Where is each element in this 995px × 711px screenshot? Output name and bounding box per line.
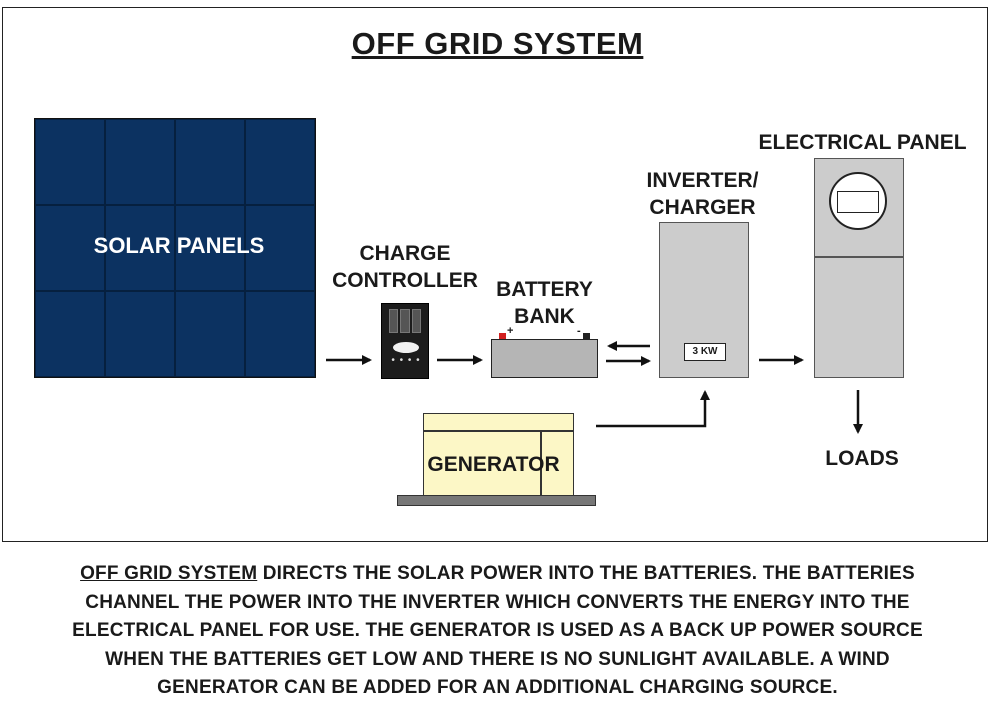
solar-cell bbox=[105, 205, 175, 291]
battery-bank-label-line: BATTERY bbox=[496, 278, 593, 301]
solar-cell bbox=[245, 119, 315, 205]
solar-panel-array bbox=[34, 118, 316, 378]
battery-bank-label: BATTERY BANK bbox=[482, 276, 607, 330]
description-line: WHEN THE BATTERIES GET LOW AND THERE IS … bbox=[105, 648, 890, 670]
description-line-text: DIRECTS THE SOLAR POWER INTO THE BATTERI… bbox=[257, 563, 915, 584]
electrical-panel-divider bbox=[814, 256, 904, 258]
controller-mini-panel bbox=[389, 309, 421, 333]
controller-cell bbox=[389, 309, 399, 333]
controller-display bbox=[393, 342, 419, 353]
electrical-panel-label: ELECTRICAL PANEL bbox=[758, 131, 967, 154]
solar-cell bbox=[175, 291, 245, 377]
solar-cell bbox=[245, 291, 315, 377]
charge-controller-label-line: CONTROLLER bbox=[332, 269, 478, 292]
diagram-title: OFF GRID SYSTEM bbox=[351, 26, 644, 61]
arrow-generator-to-inverter bbox=[596, 390, 710, 428]
generator bbox=[423, 413, 574, 496]
generator-label: GENERATOR bbox=[427, 453, 560, 476]
solar-cell bbox=[175, 205, 245, 291]
battery-negative-terminal bbox=[583, 333, 590, 339]
charge-controller-label-line: CHARGE bbox=[359, 242, 451, 265]
generator-divider bbox=[540, 430, 542, 496]
solar-cell bbox=[245, 205, 315, 291]
solar-cell bbox=[105, 291, 175, 377]
charge-controller-label: CHARGE CONTROLLER bbox=[325, 240, 485, 294]
generator-base bbox=[397, 495, 596, 506]
charge-controller-device: • • • • bbox=[381, 303, 429, 379]
description-line: GENERATOR CAN BE ADDED FOR AN ADDITIONAL… bbox=[157, 677, 838, 698]
controller-cell bbox=[411, 309, 421, 333]
battery-positive-symbol: + bbox=[507, 325, 514, 337]
generator-top-line bbox=[423, 430, 574, 432]
battery-bank-label-line: BANK bbox=[514, 305, 575, 328]
controller-buttons: • • • • bbox=[391, 355, 421, 366]
description-line: ELECTRICAL PANEL FOR USE. THE GENERATOR … bbox=[72, 620, 923, 641]
system-description: OFF GRID SYSTEM DIRECTS THE SOLAR POWER … bbox=[30, 560, 965, 703]
description-line: OFF GRID SYSTEM DIRECTS THE SOLAR POWER … bbox=[30, 560, 965, 589]
battery-positive-terminal bbox=[499, 333, 506, 339]
solar-cell bbox=[105, 119, 175, 205]
controller-cell bbox=[400, 309, 410, 333]
description-emphasis: OFF GRID SYSTEM bbox=[80, 563, 258, 584]
inverter-rating-badge: 3 KW bbox=[684, 343, 726, 361]
solar-cell bbox=[35, 291, 105, 377]
solar-cell bbox=[175, 119, 245, 205]
inverter-charger-label-line: CHARGER bbox=[649, 196, 756, 219]
solar-cell bbox=[35, 205, 105, 291]
description-line: CHANNEL THE POWER INTO THE INVERTER WHIC… bbox=[85, 591, 910, 613]
inverter-charger-label-line: INVERTER/ bbox=[646, 169, 759, 192]
solar-cell bbox=[35, 119, 105, 205]
battery-negative-symbol: - bbox=[577, 325, 581, 337]
inverter-charger-label: INVERTER/ CHARGER bbox=[630, 167, 775, 221]
loads-label: LOADS bbox=[825, 447, 899, 470]
battery-bank bbox=[491, 339, 598, 378]
meter-display bbox=[837, 191, 879, 213]
solar-panels-label: SOLAR PANELS bbox=[93, 233, 265, 258]
